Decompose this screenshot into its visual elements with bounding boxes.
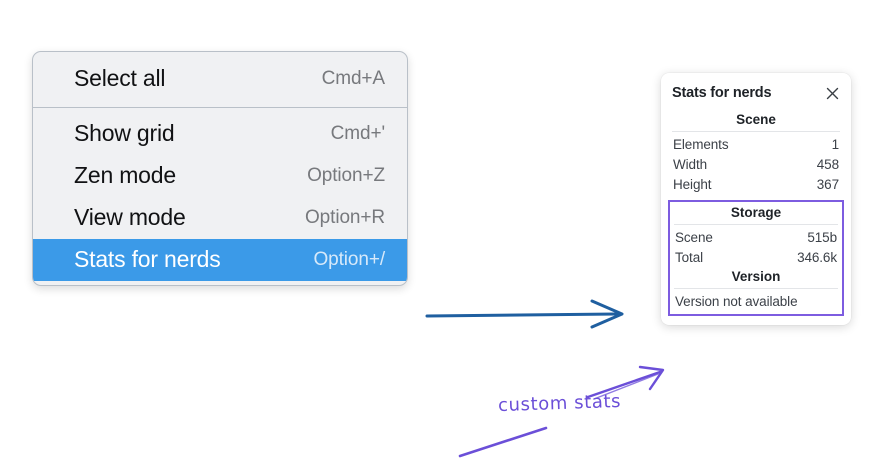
menu-item-shortcut: Option+Z [307,164,385,186]
context-menu[interactable]: Select all Cmd+A Show grid Cmd+' Zen mod… [32,51,408,287]
menu-item-stats-for-nerds[interactable]: Stats for nerds Option+/ [33,239,407,282]
section-rule [674,224,838,225]
stat-key: Scene [675,230,713,245]
menu-item-label: Stats for nerds [74,246,221,273]
menu-item-show-grid[interactable]: Show grid Cmd+' [33,113,407,155]
stats-for-nerds-panel: Stats for nerds Scene Elements 1 Width 4… [661,73,851,325]
flow-arrow-blue [425,299,624,329]
menu-item-label: View mode [74,204,186,231]
stat-value: 367 [816,177,839,192]
menu-group-2: Show grid Cmd+' Zen mode Option+Z View m… [33,108,407,285]
section-heading-version: Version [731,269,781,284]
stat-value: 1 [831,137,840,152]
menu-item-select-all[interactable]: Select all Cmd+A [33,58,407,100]
stat-key: Width [673,157,708,172]
custom-stats-arrow [586,365,665,400]
stat-key: Elements [673,137,729,152]
stat-row-storage-total: Total 346.6k [674,248,838,268]
custom-stats-block: Storage Scene 515b Total 346.6k Version … [668,200,844,316]
menu-group-1: Select all Cmd+A [33,52,407,107]
menu-item-shortcut: Cmd+A [321,67,385,89]
menu-item-shortcut: Option+/ [313,248,385,270]
menu-item-shortcut: Option+R [305,206,385,228]
section-heading-storage: Storage [730,205,782,220]
section-rule [674,288,838,289]
version-text: Version not available [675,294,798,309]
menu-item-label: Zen mode [74,162,176,189]
custom-stats-annotation-label: custom stats [497,390,622,417]
stat-value: 515b [807,230,837,245]
section-heading-scene: Scene [736,112,776,127]
close-icon[interactable] [824,85,840,101]
stat-row-width: Width 458 [672,155,840,175]
stat-row-storage-scene: Scene 515b [674,228,838,248]
menu-divider [33,107,407,109]
menu-item-zen-mode[interactable]: Zen mode Option+Z [33,155,407,197]
stat-row-elements: Elements 1 [672,135,840,155]
stat-value: 346.6k [797,250,837,265]
menu-item-view-mode[interactable]: View mode Option+R [33,197,407,239]
section-rule [672,131,840,132]
stat-key: Height [673,177,712,192]
stat-key: Total [675,250,704,265]
stats-panel-header: Stats for nerds [672,85,840,101]
stat-value: 458 [816,157,839,172]
stats-panel-title: Stats for nerds [672,85,772,101]
stat-row-height: Height 367 [672,175,840,195]
menu-item-label: Select all [74,65,166,91]
menu-item-label: Show grid [74,120,175,147]
menu-item-shortcut: Cmd+' [330,122,385,144]
custom-stats-underline [458,426,548,458]
